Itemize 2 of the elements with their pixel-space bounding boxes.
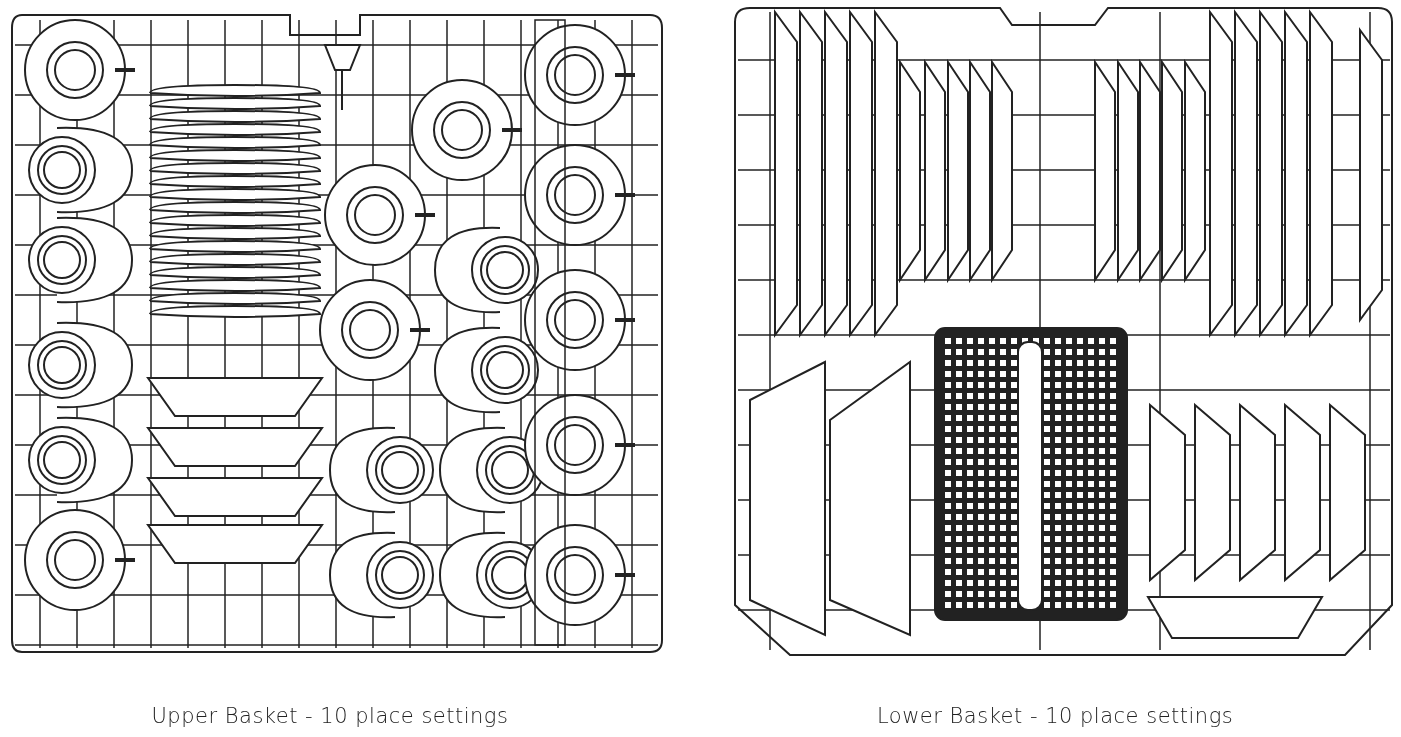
caption: Lower Basket - 10 place settings: [877, 704, 1234, 728]
caption: Upper Basket - 10 place settings: [151, 704, 509, 728]
